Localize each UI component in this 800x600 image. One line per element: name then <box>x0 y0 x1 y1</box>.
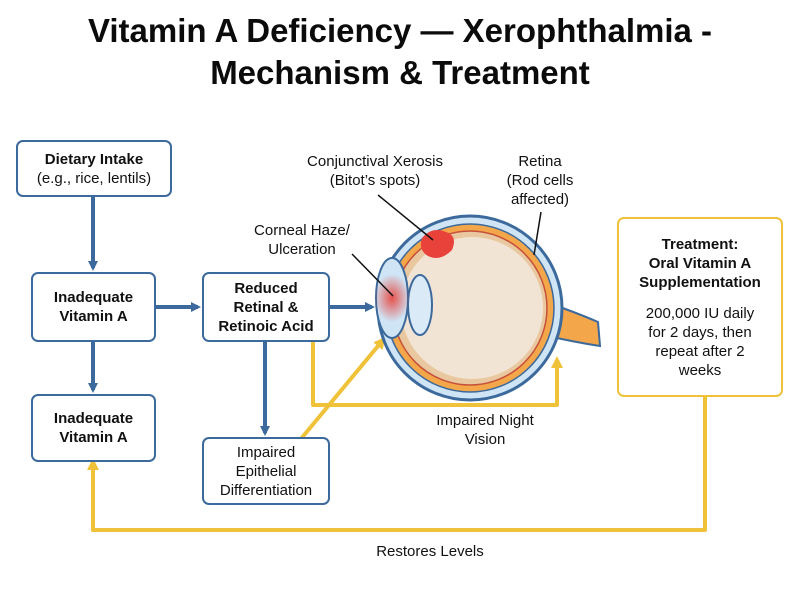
dietary-intake-heading: Dietary Intake <box>44 150 144 168</box>
gold-flow-arrows <box>87 336 707 532</box>
retina-line-2: (Rod cells <box>506 172 574 189</box>
treatment-box: Treatment: Oral Vitamin A Supplementatio… <box>617 217 783 397</box>
reduced-retinal-box: Reduced Retinal & Retinoic Acid <box>202 272 330 342</box>
xerosis-line-1: Conjunctival Xerosis <box>307 153 443 170</box>
conjunctival-xerosis-label: Conjunctival Xerosis (Bitot’s spots) <box>285 152 465 190</box>
arrow-epithelial-to-cornea <box>298 336 386 442</box>
arrow-treatment-restores <box>87 397 707 532</box>
epithelial-line-1: Impaired <box>236 443 296 461</box>
impaired-night-vision-label: Impaired Night Vision <box>400 411 570 449</box>
impaired-epithelial-box: Impaired Epithelial Differentiation <box>202 437 330 505</box>
treatment-heading-2: Oral Vitamin A <box>648 254 752 272</box>
dietary-intake-sub: (e.g., rice, lentils) <box>36 169 152 187</box>
inadequate-vitamin-a-box-top: Inadequate Vitamin A <box>31 272 156 342</box>
treatment-detail-3: repeat after 2 <box>655 342 745 360</box>
corneal-line-1: Corneal Haze/ <box>254 222 350 239</box>
eye-vitreous <box>401 237 543 379</box>
inadequate-vitamin-a-box-bottom: Inadequate Vitamin A <box>31 394 156 462</box>
treatment-detail-2: for 2 days, then <box>648 323 752 341</box>
inadequate-bottom-line-1: Inadequate <box>53 410 134 427</box>
arrow-reduced-to-retina <box>311 342 563 407</box>
inadequate-top-line-1: Inadequate <box>53 289 134 306</box>
treatment-heading-1: Treatment: <box>661 235 739 253</box>
page-title: Vitamin A Deficiency — Xerophthalmia - M… <box>0 10 800 94</box>
restores-levels-label: Restores Levels <box>330 542 530 561</box>
pointer-xerosis <box>377 194 434 241</box>
corneal-haze-label: Corneal Haze/ Ulceration <box>232 221 372 259</box>
eye-illustration <box>374 214 602 402</box>
reduced-line-1: Reduced <box>234 279 298 297</box>
restores-levels-text: Restores Levels <box>376 543 484 560</box>
corneal-line-2: Ulceration <box>268 241 336 258</box>
epithelial-line-2: Epithelial <box>235 462 297 480</box>
treatment-detail-4: weeks <box>678 361 722 379</box>
treatment-heading-3: Supplementation <box>639 273 761 291</box>
reduced-line-3: Retinoic Acid <box>218 317 314 335</box>
retina-label: Retina (Rod cells affected) <box>490 152 590 209</box>
inadequate-top-line-2: Vitamin A <box>59 308 128 325</box>
reduced-line-2: Retinal & <box>233 298 299 316</box>
pointer-corneal <box>351 253 394 297</box>
xerosis-line-2: (Bitot’s spots) <box>329 172 421 189</box>
pointer-retina <box>533 211 542 256</box>
title-line-1: Vitamin A Deficiency — Xerophthalmia - <box>87 12 713 49</box>
retina-line-3: affected) <box>510 191 570 208</box>
dietary-intake-box: Dietary Intake (e.g., rice, lentils) <box>16 140 172 197</box>
epithelial-line-3: Differentiation <box>219 481 313 499</box>
treatment-detail-1: 200,000 IU daily <box>645 304 755 322</box>
eye-lens <box>407 274 433 336</box>
pointer-lines <box>351 194 542 297</box>
night-vision-line-2: Vision <box>464 431 506 448</box>
night-vision-line-1: Impaired Night <box>436 412 534 429</box>
title-line-2: Mechanism & Treatment <box>210 54 590 91</box>
retina-line-1: Retina <box>518 153 562 170</box>
blue-flow-arrows <box>88 197 375 436</box>
inadequate-bottom-line-2: Vitamin A <box>59 429 128 446</box>
